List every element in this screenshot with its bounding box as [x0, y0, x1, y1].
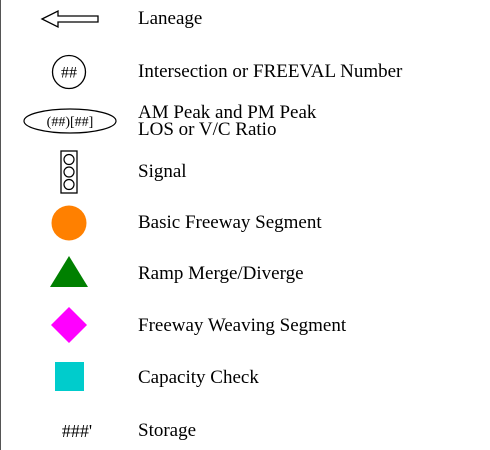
traffic-signal-icon	[19, 148, 119, 196]
legend-label-los-line2: LOS or V/C Ratio	[138, 119, 277, 140]
legend-row-intersection: ## Intersection or FREEVAL Number	[1, 54, 490, 90]
legend-label-signal: Signal	[138, 161, 187, 182]
legend-row-basic-freeway: Basic Freeway Segment	[1, 204, 490, 242]
legend-label-storage: Storage	[138, 420, 197, 441]
green-triangle-icon	[19, 254, 119, 290]
legend-row-capacity: Capacity Check	[1, 360, 490, 394]
legend-row-laneage: Laneage	[1, 8, 490, 30]
intersection-symbol-text: ##	[61, 65, 77, 82]
legend-label-basic-freeway: Basic Freeway Segment	[138, 212, 322, 233]
legend-label-weaving: Freeway Weaving Segment	[138, 315, 347, 336]
legend-row-los: (##)[##] AM Peak and PM Peak LOS or V/C …	[1, 102, 490, 140]
cyan-square-icon	[19, 360, 119, 394]
los-symbol-text: (##)[##]	[47, 115, 94, 130]
circle-number-icon: ##	[19, 54, 119, 90]
orange-circle-icon	[19, 204, 119, 242]
legend-row-ramp: Ramp Merge/Diverge	[1, 254, 490, 290]
legend-label-ramp: Ramp Merge/Diverge	[138, 263, 304, 284]
legend-label-laneage: Laneage	[138, 8, 203, 29]
ellipse-los-icon: (##)[##]	[20, 102, 120, 140]
legend-label-los-line1: AM Peak and PM Peak	[138, 102, 317, 123]
legend-label-los: AM Peak and PM Peak LOS or V/C Ratio	[138, 102, 317, 140]
storage-symbol-text: ###'	[61, 420, 93, 441]
arrow-left-outline-icon	[21, 8, 121, 30]
legend-row-signal: Signal	[1, 148, 490, 196]
legend-row-weaving: Freeway Weaving Segment	[1, 306, 490, 344]
legend-row-storage: ###' Storage	[1, 418, 490, 444]
legend-label-capacity: Capacity Check	[138, 367, 259, 388]
magenta-diamond-icon	[19, 306, 119, 344]
legend-label-intersection: Intersection or FREEVAL Number	[138, 61, 403, 82]
storage-symbol: ###'	[27, 418, 127, 444]
